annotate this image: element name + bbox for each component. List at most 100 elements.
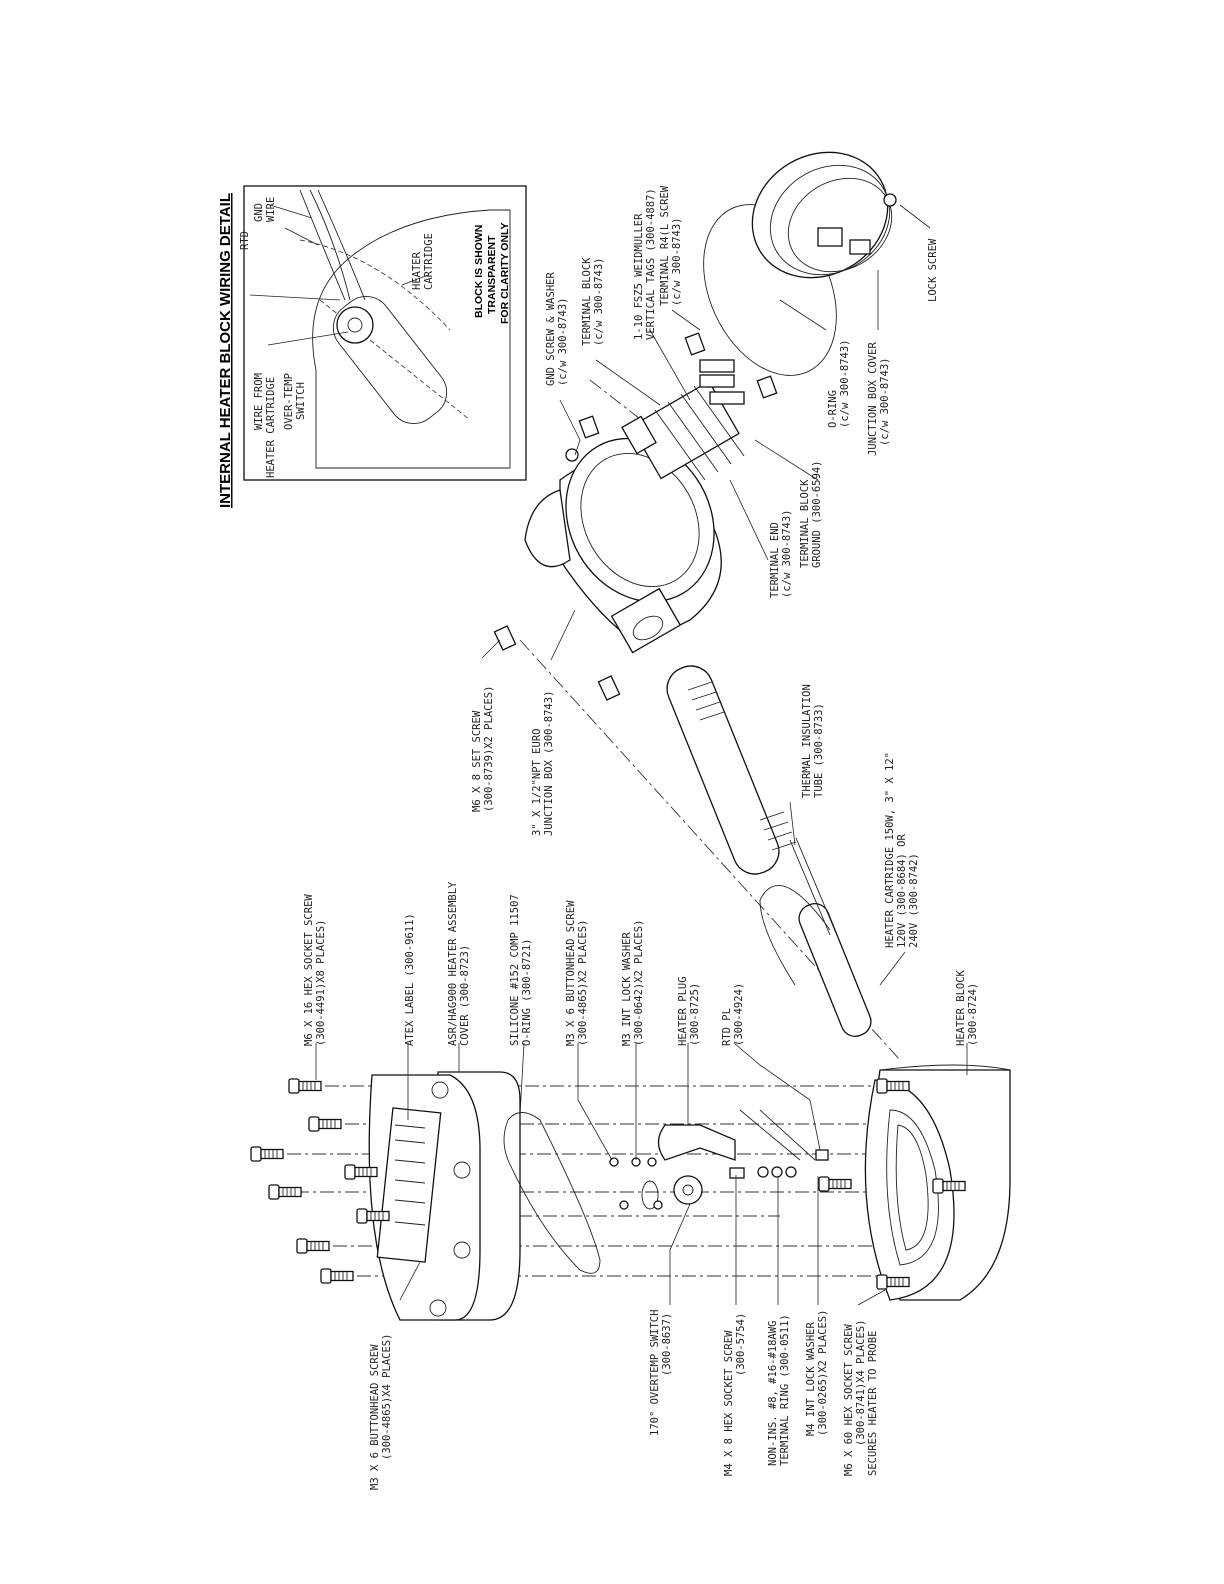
callout-setscrew-line-2: (300-8739)X2 PLACES) — [483, 686, 495, 812]
callout-ovt-line-2: (300-8637) — [661, 1313, 673, 1376]
callout-m4lock-line-1: M4 INT LOCK WASHER — [805, 1322, 817, 1436]
callout-oring1: SILICONE #152 COMP 11507 O-RING (300-872… — [509, 894, 533, 1046]
detail-label-gnd-wire-1: GND — [253, 203, 265, 222]
callout-jbox-line-1: 3" X 1/2"NPT EURO — [531, 729, 543, 836]
callout-cart-line-3: 240V (300-8742) — [908, 853, 920, 948]
callout-cart-line-2: 120V (300-8684) OR — [896, 834, 908, 948]
callout-m3btn-line-2: (300-4865)X4 PLACES) — [381, 1334, 393, 1460]
thermal-insulation-tube — [666, 665, 797, 875]
callout-m3btn: M3 X 6 BUTTONHEAD SCREW (300-4865)X4 PLA… — [369, 1334, 393, 1490]
callout-oring2-line-2: (c/w 300-8743) — [839, 339, 851, 428]
heater-plug — [657, 1124, 736, 1161]
leader-lines — [315, 204, 968, 1306]
callout-tube: THERMAL INSULATION TUBE (300-8733) — [801, 684, 825, 798]
callout-weid: 1-10 FSZ5 WEIDMULLER VERTICAL TAGS (300-… — [633, 188, 657, 340]
callout-m4x8-line-1: M4 X 8 HEX SOCKET SCREW — [723, 1330, 735, 1476]
junction-box-conduit-hub — [610, 587, 682, 654]
callout-plug-line-2: (300-8725) — [689, 983, 701, 1046]
callout-tend-line-2: (c/w 300-8743) — [781, 509, 793, 598]
callout-r4l-line-2: (c/w 300-8743) — [671, 217, 683, 306]
detail-label-rtd: RTD — [239, 231, 251, 250]
hex-socket-screws — [250, 1078, 966, 1290]
callout-gndscrew-line-2: (c/w 300-8743) — [557, 297, 569, 386]
callout-tend-line-1: TERMINAL END — [769, 522, 781, 598]
callout-hblock-line-2: (300-8724) — [967, 983, 979, 1046]
detail-labels: RTD GND WIRE HEATER CARTRIDGE WIRE FROM … — [239, 197, 435, 478]
callout-hblock: HEATER BLOCK (300-8724) — [955, 969, 979, 1046]
terminal-block-stack — [565, 332, 778, 481]
callout-m6x60-line-1: M6 X 60 HEX SOCKET SCREW — [843, 1324, 855, 1476]
callout-lockscrew: LOCK SCREW — [927, 238, 939, 302]
callout-setscrew: M6 X 8 SET SCREW (300-8739)X2 PLACES) — [471, 686, 495, 812]
silicone-o-ring — [503, 1112, 601, 1274]
callout-m3x6-line-2: (300-4865)X2 PLACES) — [577, 920, 589, 1046]
callout-r4l: TERMINAL R4(L SCREW (c/w 300-8743) — [659, 185, 683, 306]
callout-m6x60-line-2: (300-8741)X4 PLACES) — [855, 1320, 867, 1446]
callout-gndscrew: GND SCREW & WASHER (c/w 300-8743) — [545, 272, 569, 386]
callout-tube-line-1: THERMAL INSULATION — [801, 684, 813, 798]
callout-oring1-line-2: O-RING (300-8721) — [521, 939, 533, 1046]
callout-m6x60-line-3: SECURES HEATER TO PROBE — [867, 1331, 879, 1476]
detail-title: INTERNAL HEATER BLOCK WIRING DETAIL — [217, 193, 234, 508]
callout-m6x16-line-1: M6 X 16 HEX SOCKET SCREW — [303, 894, 315, 1046]
callout-plug-line-1: HEATER PLUG — [677, 976, 689, 1046]
callout-cart: HEATER CARTRIDGE 150W, 3" X 12" 120V (30… — [884, 752, 920, 948]
callout-tblock: TERMINAL BLOCK (c/w 300-8743) — [581, 257, 605, 346]
callout-tblock-line-2: (c/w 300-8743) — [593, 257, 605, 346]
callout-tgnd-line-2: GROUND (300-6594) — [811, 461, 823, 568]
callout-tgnd: TERMINAL BLOCK GROUND (300-6594) — [799, 461, 823, 568]
callout-hblock-line-1: HEATER BLOCK — [955, 969, 967, 1046]
callout-m4x8-line-2: (300-5754) — [735, 1313, 747, 1376]
callout-lockscrew-line-1: LOCK SCREW — [927, 238, 939, 302]
callout-jbox: 3" X 1/2"NPT EURO JUNCTION BOX (300-8743… — [531, 691, 555, 836]
atex-label-plate — [376, 1107, 442, 1263]
callout-ovt: 170° OVERTEMP SWITCH (300-8637) — [649, 1310, 673, 1436]
detail-label-heater-cartridge-2: CARTRIDGE — [423, 233, 435, 290]
callout-cover: ASR/HAG900 HEATER ASSEMBLY COVER (300-87… — [447, 881, 471, 1046]
set-screws — [493, 625, 621, 701]
m6x16-screw-1 — [288, 1078, 322, 1094]
callout-oring1-line-1: SILICONE #152 COMP 11507 — [509, 894, 521, 1046]
callout-jcover: JUNCTION BOX COVER (c/w 300-8743) — [867, 342, 891, 456]
heater-block-slot — [886, 1109, 939, 1266]
junction-box — [524, 437, 722, 654]
detail-note-line-3: FOR CLARITY ONLY — [499, 222, 511, 324]
m6x60-screw-4 — [876, 1274, 910, 1290]
m6x16-screw-5 — [296, 1238, 330, 1254]
m6x16-screw-6 — [320, 1268, 354, 1284]
cartridge-ground-wire — [759, 885, 831, 986]
callout-rtdpl: RTD PL (300-4924) — [721, 983, 745, 1046]
callout-m6x60: M6 X 60 HEX SOCKET SCREW (300-8741)X4 PL… — [843, 1320, 879, 1476]
callout-setscrew-line-1: M6 X 8 SET SCREW — [471, 710, 483, 812]
m6x16-screw-3 — [250, 1146, 284, 1162]
callout-labels: M6 X 16 HEX SOCKET SCREW (300-4491)X8 PL… — [303, 185, 979, 1490]
detail-wires — [299, 189, 366, 301]
detail-label-over-temp-2: SWITCH — [295, 382, 307, 420]
lock-screw — [883, 193, 897, 207]
callout-tend: TERMINAL END (c/w 300-8743) — [769, 509, 793, 598]
callout-m3x6-line-1: M3 X 6 BUTTONHEAD SCREW — [565, 900, 577, 1046]
wiring-detail-inset — [243, 185, 527, 481]
junction-box-cover — [751, 151, 897, 279]
overtemp-switch — [673, 1175, 703, 1205]
heater-assembly-cover — [368, 1071, 521, 1321]
callout-rtdpl-line-2: (300-4924) — [733, 983, 745, 1046]
m6x16-screw-7 — [344, 1164, 378, 1180]
callout-m3lock: M3 INT LOCK WASHER (300-0642)X2 PLACES) — [621, 920, 645, 1046]
callout-m4x8: M4 X 8 HEX SOCKET SCREW (300-5754) — [723, 1313, 747, 1476]
detail-label-over-temp-1: OVER-TEMP — [283, 373, 295, 430]
m3x6-buttonhead-screw — [356, 1208, 390, 1224]
callout-tgnd-line-1: TERMINAL BLOCK — [799, 479, 811, 568]
callout-tblock-line-1: TERMINAL BLOCK — [581, 257, 593, 346]
callout-r4l-line-1: TERMINAL R4(L SCREW — [659, 185, 671, 306]
callout-weid-line-1: 1-10 FSZ5 WEIDMULLER — [633, 213, 645, 340]
callout-tube-line-2: TUBE (300-8733) — [813, 703, 825, 798]
detail-over-temp-switch — [336, 306, 374, 344]
detail-label-wire-from-1: WIRE FROM — [253, 373, 265, 430]
m6x60-screw-2 — [818, 1176, 852, 1192]
detail-block-outline — [312, 209, 511, 469]
callout-gndscrew-line-1: GND SCREW & WASHER — [545, 272, 557, 386]
callout-jcover-line-1: JUNCTION BOX COVER — [867, 342, 879, 456]
callout-ring-line-1: NON-INS. #8, #16-#18AWG — [767, 1321, 779, 1466]
detail-note: BLOCK IS SHOWN TRANSPARENT FOR CLARITY O… — [473, 222, 511, 324]
